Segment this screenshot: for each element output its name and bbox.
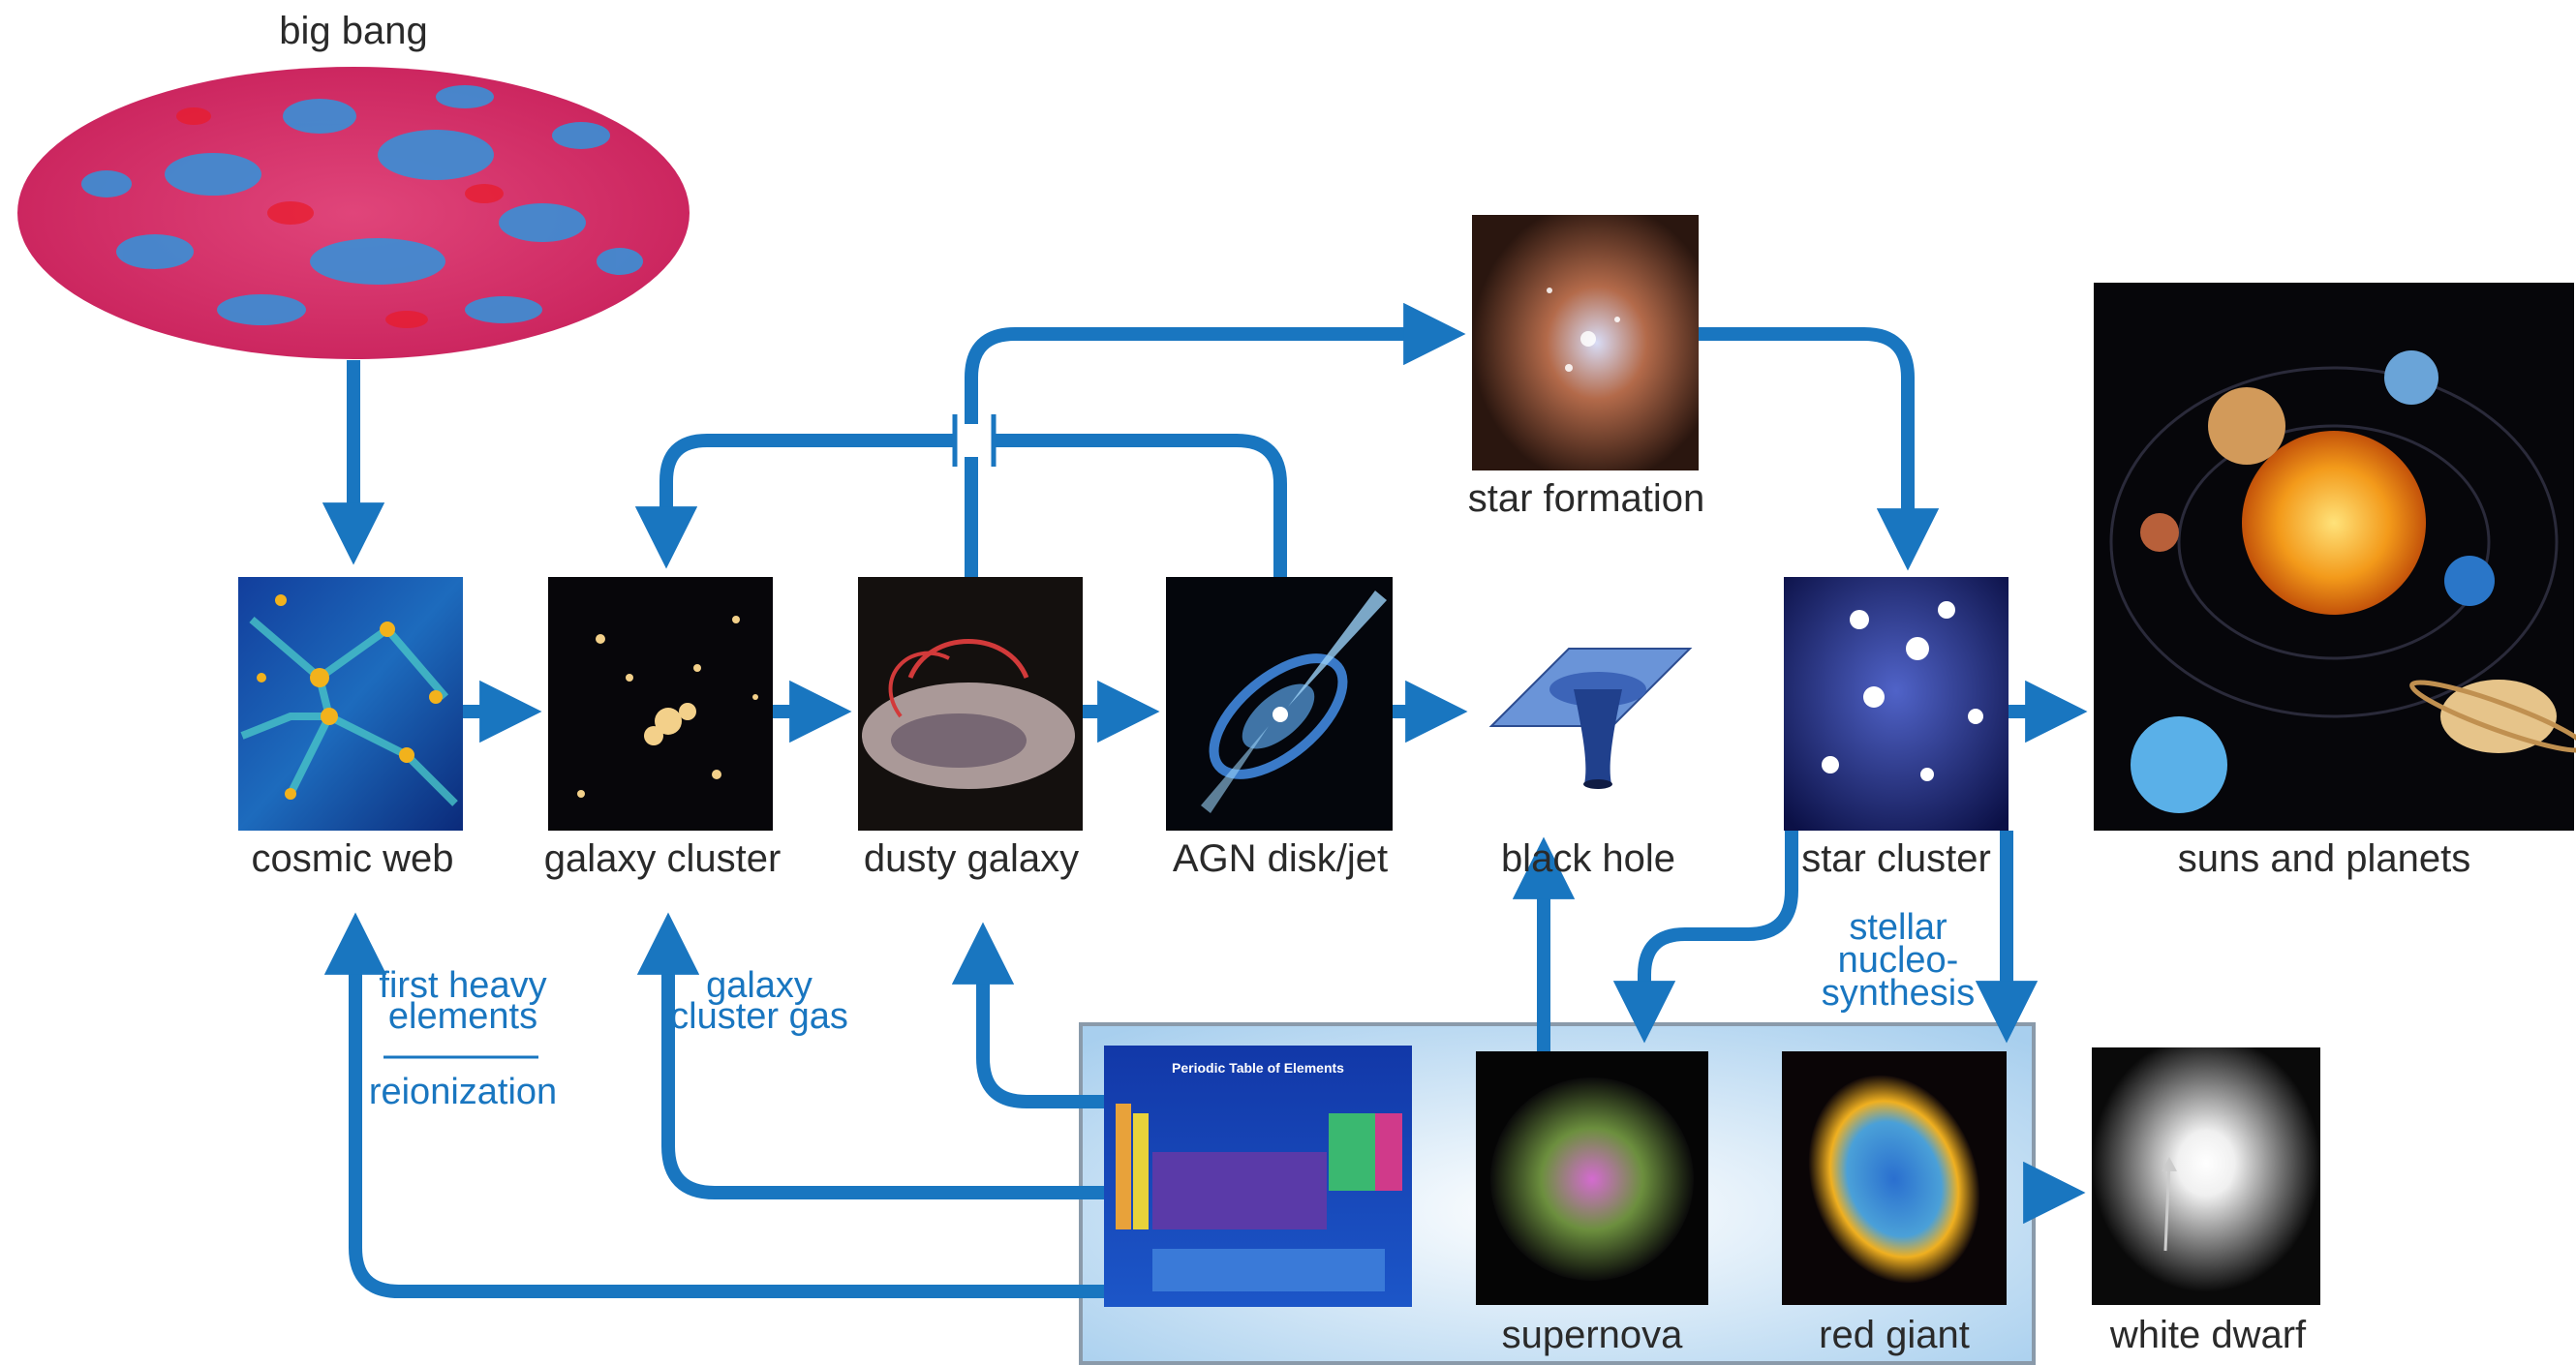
galaxy-cluster-image bbox=[548, 577, 773, 831]
arrow-starformation-to-starcluster bbox=[1699, 327, 1940, 571]
arrow-dusty-to-starformation bbox=[965, 302, 1466, 577]
label-supernova: supernova bbox=[1502, 1314, 1684, 1356]
label-star-formation: star formation bbox=[1468, 477, 1705, 520]
red-giant-image bbox=[1782, 1051, 2007, 1305]
dusty-galaxy-image bbox=[858, 577, 1083, 831]
big-bang-image bbox=[17, 67, 690, 359]
white-dwarf-image bbox=[2092, 1047, 2320, 1305]
agn-image bbox=[1166, 577, 1393, 831]
arrow-elements-to-cluster bbox=[636, 912, 1104, 1199]
black-hole-image bbox=[1474, 577, 1701, 831]
note-stellar-3: synthesis bbox=[1822, 973, 1975, 1014]
periodic-table-image: Periodic Table of Elements bbox=[1104, 1046, 1412, 1307]
note-first-heavy-2: elements bbox=[388, 996, 537, 1037]
arrow-elements-to-cosmicweb bbox=[323, 912, 1104, 1298]
label-red-giant: red giant bbox=[1819, 1314, 1970, 1356]
label-agn: AGN disk/jet bbox=[1173, 837, 1388, 880]
label-cosmic-web: cosmic web bbox=[252, 837, 454, 880]
periodic-table-title: Periodic Table of Elements bbox=[1172, 1060, 1344, 1076]
flow-arrows bbox=[322, 302, 2088, 1298]
label-galaxy-cluster: galaxy cluster bbox=[544, 837, 782, 880]
star-cluster-image bbox=[1784, 577, 2009, 831]
note-stellar-2: nucleo- bbox=[1838, 940, 1959, 981]
arrow-elements-to-dusty bbox=[951, 922, 1104, 1108]
label-big-bang: big bang bbox=[279, 10, 427, 52]
note-stellar-1: stellar bbox=[1849, 907, 1947, 948]
label-white-dwarf: white dwarf bbox=[2109, 1314, 2307, 1356]
suns-and-planets-image bbox=[2094, 283, 2576, 831]
label-dusty-galaxy: dusty galaxy bbox=[864, 837, 1079, 880]
cosmic-web-image bbox=[238, 577, 463, 831]
note-galaxy-cluster-gas-1: galaxy bbox=[706, 965, 813, 1006]
note-first-heavy-1: first heavy bbox=[379, 965, 546, 1006]
note-reionization: reionization bbox=[369, 1072, 557, 1112]
note-galaxy-cluster-gas-2: cluster gas bbox=[670, 996, 848, 1037]
arrow-agn-feedback-to-cluster bbox=[634, 434, 1287, 577]
supernova-image bbox=[1476, 1051, 1708, 1305]
star-formation-image bbox=[1472, 215, 1699, 470]
feedback-gap-marks bbox=[952, 414, 997, 467]
label-suns-and-planets: suns and planets bbox=[2178, 837, 2470, 880]
arrow-starcluster-to-supernova bbox=[1612, 831, 1798, 1044]
label-star-cluster: star cluster bbox=[1801, 837, 1991, 880]
label-black-hole: black hole bbox=[1501, 837, 1675, 880]
